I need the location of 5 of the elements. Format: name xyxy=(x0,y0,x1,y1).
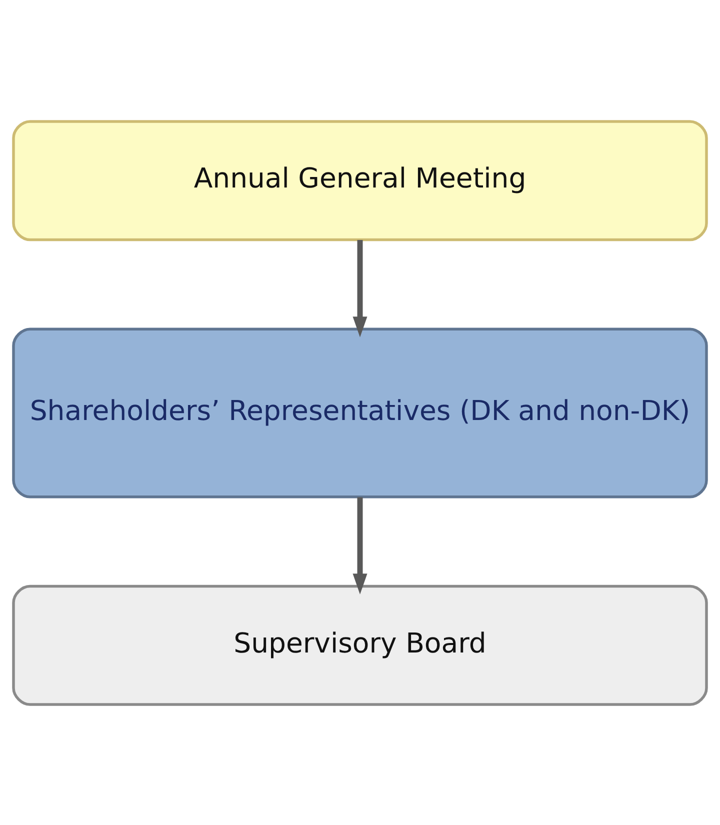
arrow xyxy=(352,239,368,337)
node-box: Supervisory Board xyxy=(12,584,708,706)
arrow xyxy=(352,496,368,594)
node-box: Annual General Meeting xyxy=(12,120,708,241)
node-box: Shareholders’ Representatives (DK and non-DK) xyxy=(12,327,708,498)
